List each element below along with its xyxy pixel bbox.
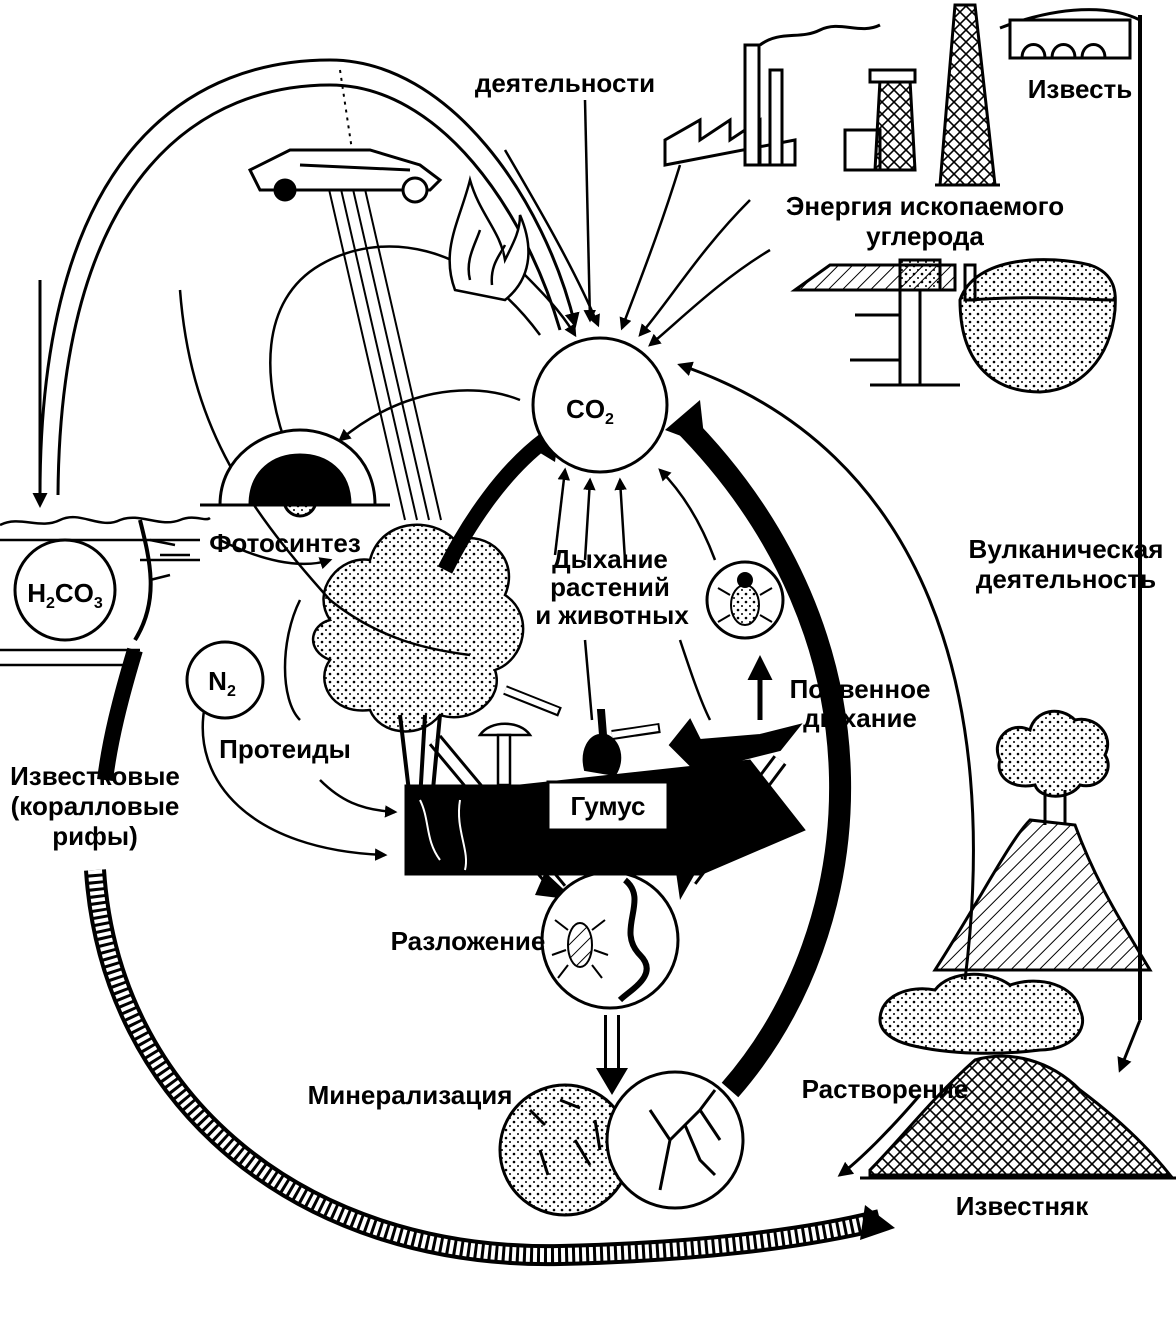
lime-kiln-icon bbox=[1008, 18, 1132, 60]
label-calcareous-line3: рифы) bbox=[52, 821, 137, 851]
nitrogen-circle bbox=[185, 640, 265, 720]
label-lime: Известь bbox=[1028, 74, 1133, 104]
label-humus: Гумус bbox=[570, 791, 645, 821]
label-dissolution: Растворение bbox=[802, 1074, 969, 1104]
limestone-rock-icon bbox=[860, 972, 1176, 1180]
label-soil-resp-line2: дыхание bbox=[803, 703, 917, 733]
label-proteins: Протеиды bbox=[219, 734, 351, 764]
label-respiration-line2: растений bbox=[550, 572, 670, 602]
mine-tower-icon bbox=[843, 68, 917, 172]
label-fossil-energy-line1: Энергия ископаемого bbox=[786, 191, 1064, 221]
decomposition-circle bbox=[540, 870, 680, 1010]
diagram-labels: деятельности Известь Энергия ископаемого… bbox=[10, 68, 1163, 1221]
factory-icon bbox=[663, 23, 881, 167]
fire-icon bbox=[448, 175, 530, 302]
rabbit-icon bbox=[582, 709, 622, 777]
label-co2: CO2 bbox=[566, 394, 614, 428]
label-soil-resp-line1: Почвенное bbox=[790, 674, 931, 704]
fungi-icon bbox=[648, 1089, 722, 1191]
car-icon bbox=[247, 148, 443, 204]
coal-pile-icon bbox=[958, 258, 1117, 394]
humus-box bbox=[546, 780, 670, 832]
label-photosynthesis: Фотосинтез bbox=[209, 528, 361, 558]
coal-mine-icon bbox=[790, 258, 977, 387]
beetle-icon bbox=[717, 572, 773, 626]
oil-derrick-icon bbox=[935, 3, 1000, 187]
label-decomposition: Разложение bbox=[391, 926, 546, 956]
sun-icon bbox=[319, 69, 442, 521]
water-icon bbox=[0, 515, 211, 667]
human-activity-arrows bbox=[503, 99, 771, 347]
label-limestone: Известняк bbox=[956, 1191, 1089, 1221]
fox-icon bbox=[668, 718, 803, 777]
label-fossil-energy-line2: углерода bbox=[866, 221, 984, 251]
label-calcareous-line2: (коралловые bbox=[11, 791, 180, 821]
worm-icon bbox=[617, 877, 650, 1003]
label-human-activity: деятельности bbox=[475, 68, 655, 98]
label-respiration-line3: и животных bbox=[535, 600, 689, 630]
microbe-icon bbox=[528, 1098, 602, 1176]
label-respiration-line1: Дыхание bbox=[552, 544, 668, 574]
respiration-arrows bbox=[553, 467, 773, 721]
insect-icon bbox=[551, 919, 609, 979]
label-carbonic-acid: H2CO3 bbox=[27, 578, 103, 612]
volcano-icon bbox=[932, 709, 1153, 972]
mushroom-icon bbox=[477, 722, 533, 787]
label-mineralization: Минерализация bbox=[308, 1080, 513, 1110]
label-calcareous-line1: Известковые bbox=[10, 761, 180, 791]
label-nitrogen: N2 bbox=[208, 666, 236, 700]
label-volcanic-line2: деятельность bbox=[976, 564, 1156, 594]
label-volcanic-line1: Вулканическая bbox=[969, 534, 1164, 564]
mineralization-circle-right bbox=[605, 1070, 745, 1210]
co2-circle bbox=[531, 336, 669, 474]
half-sun-icon bbox=[200, 428, 390, 518]
